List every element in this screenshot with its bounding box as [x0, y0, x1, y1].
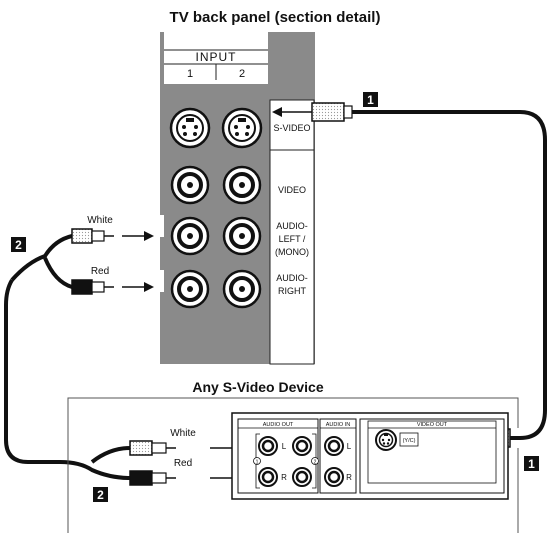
svideo-jack-2 — [221, 107, 263, 149]
video-out-label: VIDEO OUT — [417, 422, 448, 428]
audio-left-jack-1 — [170, 216, 210, 256]
audio-cable — [3, 228, 255, 486]
svideo-label: S-VIDEO — [273, 123, 310, 133]
audio-left-label-2: LEFT / — [279, 234, 306, 244]
input-col-1: 1 — [187, 68, 193, 80]
tv-back-panel: INPUT 1 2 S-VIDEO VIDEO AUDIO- LEFT / (M… — [156, 32, 315, 365]
audio-out-label: AUDIO OUT — [263, 422, 294, 428]
yc-label-box — [399, 432, 419, 447]
video-jack-2 — [222, 165, 262, 205]
svg-text:2: 2 — [97, 488, 104, 502]
device-audio-in-L-jack — [324, 436, 344, 456]
device-svideo-out-jack — [375, 429, 397, 451]
device-audio-in-L-label: L — [347, 442, 352, 451]
device-audio-out-L2-jack — [292, 436, 312, 456]
red-label-device: Red — [174, 458, 192, 469]
white-plug-device — [129, 440, 176, 456]
device-num-2: 2 — [314, 460, 317, 466]
svg-text:2: 2 — [15, 238, 22, 252]
panel-notch — [156, 215, 164, 237]
video-label: VIDEO — [278, 185, 306, 195]
video-jack-1 — [170, 165, 210, 205]
audio-left-label-3: (MONO) — [275, 247, 309, 257]
audio-left-jack-2 — [222, 216, 262, 256]
diagram-title: TV back panel (section detail) — [170, 9, 381, 26]
audio-right-jack-2 — [222, 269, 262, 309]
svg-text:1: 1 — [528, 457, 535, 471]
red-plug-device — [129, 470, 176, 486]
white-label-device: White — [170, 428, 196, 439]
device-audio-out-L-label: L — [282, 442, 287, 451]
yc-label: (Y/C) — [403, 438, 416, 444]
device-audio-out-R2-jack — [292, 467, 312, 487]
step-badge-2-bottom: 2 — [93, 487, 108, 502]
input-col-2: 2 — [239, 68, 245, 80]
step-badge-1-top: 1 — [363, 92, 378, 107]
audio-right-jack-1 — [170, 269, 210, 309]
device-audio-out-R-jack — [258, 467, 278, 487]
white-plug-tv — [71, 228, 114, 244]
panel-notch — [156, 270, 164, 292]
step-badge-2-top: 2 — [11, 237, 26, 252]
input-header: INPUT — [196, 50, 237, 64]
device-audio-out-L-jack — [258, 436, 278, 456]
white-label-tv: White — [87, 215, 113, 226]
audio-in-label: AUDIO IN — [326, 422, 350, 428]
svg-text:1: 1 — [367, 93, 374, 107]
red-label-tv: Red — [91, 266, 109, 277]
device-title: Any S-Video Device — [192, 379, 323, 395]
svideo-jack-1 — [169, 107, 211, 149]
device-audio-in-R-jack — [324, 467, 344, 487]
device-audio-out-R-label: R — [281, 473, 287, 482]
red-plug-tv — [71, 279, 114, 295]
step-badge-1-bottom: 1 — [524, 456, 539, 471]
audio-right-label-2: RIGHT — [278, 286, 307, 296]
audio-left-label-1: AUDIO- — [276, 221, 308, 231]
audio-right-label-1: AUDIO- — [276, 273, 308, 283]
svideo-device: AUDIO OUT AUDIO IN VIDEO OUT — [67, 397, 519, 533]
device-audio-in-R-label: R — [346, 473, 352, 482]
label-column — [269, 99, 315, 365]
device-num-1: 1 — [256, 460, 259, 466]
